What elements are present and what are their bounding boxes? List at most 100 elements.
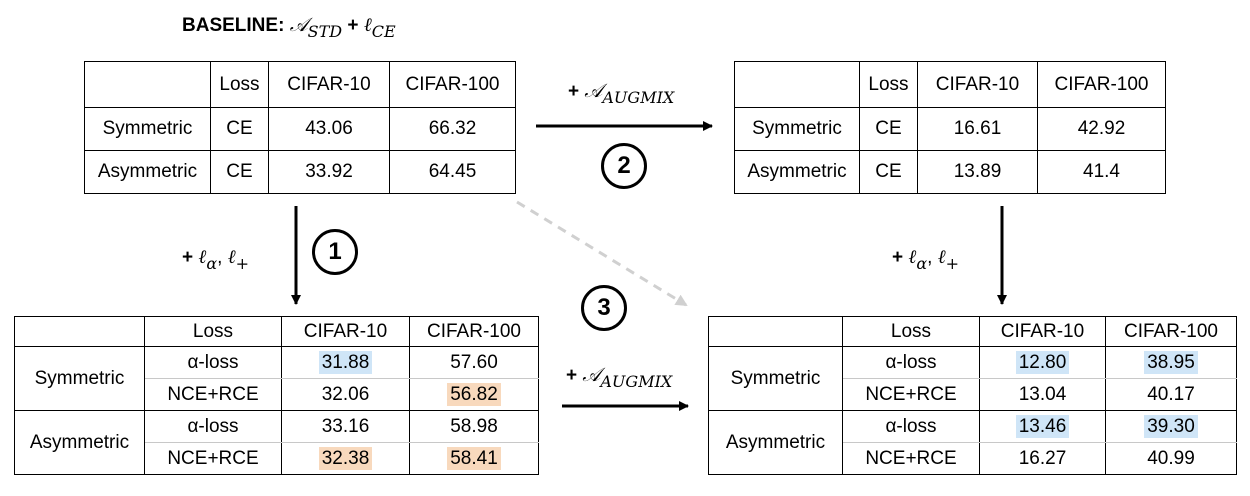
table-row: Asymmetric CE 13.89 41.4 — [734, 150, 1166, 194]
loss-sub: + — [235, 254, 250, 273]
aug-sub: AUGMIX — [602, 88, 675, 107]
cifar100-cell: 41.4 — [1037, 150, 1166, 194]
baseline-prefix: BASELINE: — [182, 15, 285, 36]
cifar10-cell: 43.06 — [268, 107, 390, 151]
loss-sub: α — [206, 254, 218, 273]
cifar100-cell: 66.32 — [389, 107, 516, 151]
table-row: Symmetric α-loss 31.88 57.60 — [14, 346, 539, 411]
aug-std-sub: STD — [307, 22, 343, 41]
noise-cell: Symmetric — [14, 346, 145, 411]
loss-symbol: ℓ — [198, 246, 207, 268]
header-cell — [734, 61, 860, 108]
table-row: Symmetric CE 16.61 42.92 — [734, 107, 1166, 151]
comma: , — [217, 247, 223, 268]
augmix-bottom-label: + 𝒜AUGMIX — [566, 364, 672, 391]
table-row: NCE+RCE 13.04 40.17 — [709, 378, 1237, 411]
loss-cell: α-loss — [842, 346, 980, 379]
best-value-highlight: 58.41 — [447, 446, 501, 470]
best-value-highlight: 31.88 — [318, 350, 373, 374]
cifar100-cell: 38.95 — [1105, 346, 1237, 379]
loss-sub: α — [916, 254, 928, 273]
best-value-highlight: 13.46 — [1015, 414, 1070, 438]
cifar100-cell: 39.30 — [1105, 410, 1237, 443]
cifar100-cell: 56.82 — [409, 378, 539, 411]
cifar10-cell: 32.06 — [281, 378, 410, 411]
baseline-title: BASELINE: 𝒜STD + ℓCE — [182, 14, 396, 41]
cifar100-cell: 64.45 — [389, 150, 516, 194]
header-cell: Loss — [210, 61, 269, 108]
table-row: NCE+RCE 32.38 58.41 — [15, 442, 539, 475]
table-header-row: Loss CIFAR-10 CIFAR-100 — [84, 61, 516, 108]
loss-cell: α-loss — [144, 410, 282, 443]
cifar100-cell: 40.17 — [1105, 378, 1237, 411]
loss-cell: NCE+RCE — [144, 442, 282, 475]
loss-right-label: + ℓα, ℓ+ — [892, 246, 959, 273]
augmix-top-label: + 𝒜AUGMIX — [568, 80, 674, 107]
loss-cell: α-loss — [144, 346, 282, 379]
header-cell: Loss — [859, 61, 918, 108]
table-row: NCE+RCE 16.27 40.99 — [709, 442, 1237, 475]
header-cell: Loss — [842, 316, 980, 347]
cifar10-cell: 12.80 — [979, 346, 1106, 379]
step-1-badge: 1 — [312, 229, 358, 275]
noise-cell: Asymmetric — [708, 410, 843, 475]
header-cell: CIFAR-10 — [979, 316, 1106, 347]
aug-std-symbol: 𝒜 — [289, 14, 308, 36]
loss-cell: NCE+RCE — [144, 378, 282, 411]
robust-loss-table: Loss CIFAR-10 CIFAR-100 Symmetric α-loss… — [14, 316, 539, 475]
header-cell: CIFAR-100 — [1037, 61, 1166, 108]
loss-cell: α-loss — [842, 410, 980, 443]
aug-symbol: 𝒜 — [584, 80, 603, 102]
header-cell — [84, 61, 211, 108]
best-value-highlight: 39.30 — [1144, 414, 1198, 438]
table-header-row: Loss CIFAR-10 CIFAR-100 — [734, 61, 1166, 108]
best-value-highlight: 38.95 — [1144, 350, 1198, 374]
baseline-plus: + — [347, 15, 359, 36]
best-value-highlight: 32.38 — [318, 446, 373, 470]
best-value-highlight: 12.80 — [1015, 350, 1070, 374]
plus-sign: + — [892, 247, 904, 268]
cifar10-cell: 31.88 — [281, 346, 410, 379]
plus-sign: + — [568, 81, 580, 102]
header-cell: CIFAR-100 — [409, 316, 539, 347]
best-value-highlight: 56.82 — [447, 382, 501, 406]
cifar100-cell: 40.99 — [1105, 442, 1237, 475]
loss-symbol: ℓ — [908, 246, 917, 268]
baseline-table: Loss CIFAR-10 CIFAR-100 Symmetric CE 43.… — [84, 61, 516, 194]
cifar100-cell: 58.41 — [409, 442, 539, 475]
noise-cell: Asymmetric — [84, 150, 211, 194]
loss-cell: CE — [210, 150, 269, 194]
augmix-table: Loss CIFAR-10 CIFAR-100 Symmetric CE 16.… — [734, 61, 1166, 194]
plus-sign: + — [182, 247, 194, 268]
header-cell: Loss — [144, 316, 282, 347]
loss-cell: NCE+RCE — [842, 378, 980, 411]
loss-symbol: ℓ — [227, 246, 236, 268]
table-row: Asymmetric CE 33.92 64.45 — [84, 150, 516, 194]
aug-symbol: 𝒜 — [582, 364, 601, 386]
cifar100-cell: 57.60 — [409, 346, 539, 379]
noise-cell: Asymmetric — [14, 410, 145, 475]
aug-sub: AUGMIX — [600, 372, 673, 391]
cifar100-cell: 42.92 — [1037, 107, 1166, 151]
header-cell: CIFAR-100 — [1105, 316, 1237, 347]
step-2-badge: 2 — [601, 143, 647, 189]
combined-table: Loss CIFAR-10 CIFAR-100 Symmetric α-loss… — [708, 316, 1237, 475]
noise-cell: Symmetric — [84, 107, 211, 151]
comma: , — [927, 247, 933, 268]
noise-cell: Symmetric — [708, 346, 843, 411]
header-cell: CIFAR-100 — [389, 61, 516, 108]
step-3-badge: 3 — [581, 285, 627, 331]
header-cell — [708, 316, 843, 347]
table-header-row: Loss CIFAR-10 CIFAR-100 — [14, 316, 539, 347]
loss-ce-sub: CE — [371, 22, 396, 41]
table-row: Symmetric α-loss 12.80 38.95 — [708, 346, 1237, 411]
table-row: NCE+RCE 32.06 56.82 — [15, 378, 539, 411]
cifar10-cell: 16.61 — [917, 107, 1038, 151]
cifar100-cell: 58.98 — [409, 410, 539, 443]
cifar10-cell: 33.92 — [268, 150, 390, 194]
table-row: Symmetric CE 43.06 66.32 — [84, 107, 516, 151]
noise-cell: Asymmetric — [734, 150, 860, 194]
loss-cell: CE — [210, 107, 269, 151]
cifar10-cell: 13.04 — [979, 378, 1106, 411]
loss-cell: CE — [859, 150, 918, 194]
